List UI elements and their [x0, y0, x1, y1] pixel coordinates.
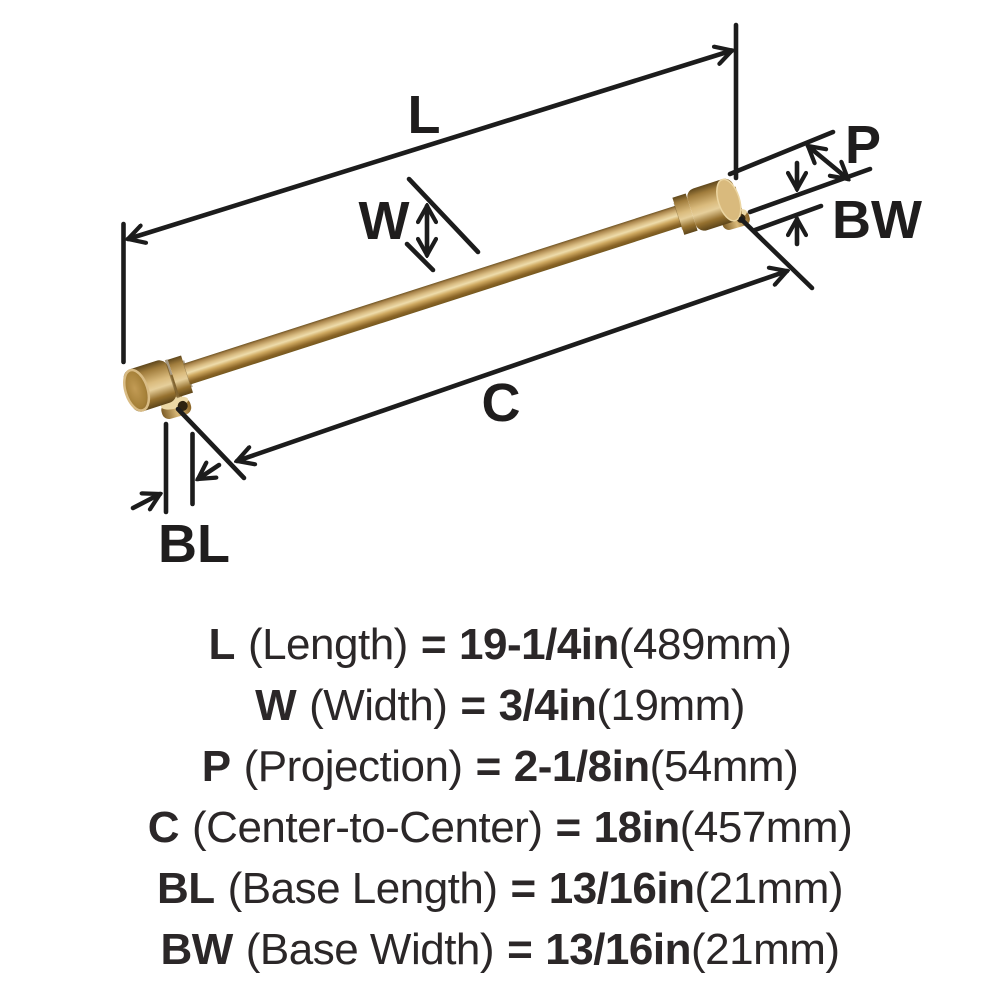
- dimension-drawing: L W P BW C BL: [121, 22, 922, 574]
- p-tick-upper: [727, 129, 836, 177]
- spec-name: (Base Length): [227, 864, 498, 913]
- spec-symbol: BW: [160, 925, 233, 974]
- spec-value-in: 13/16in: [548, 864, 695, 913]
- spec-symbol: BL: [156, 864, 215, 913]
- spec-value-mm: (21mm): [694, 864, 844, 913]
- label-projection: P: [845, 115, 881, 175]
- w-tick-upper: [406, 176, 481, 255]
- spec-line-width: W(Width)=3/4in(19mm): [0, 675, 1000, 736]
- spec-value-mm: (457mm): [679, 803, 853, 852]
- spec-name: (Width): [309, 681, 448, 730]
- c-tick-left: [175, 406, 247, 481]
- spec-line-length: L(Length)=19-1/4in(489mm): [0, 614, 1000, 675]
- spec-value-mm: (54mm): [649, 742, 799, 791]
- c-tick-right: [738, 216, 815, 291]
- label-base-length: BL: [158, 514, 230, 574]
- spec-line-center-to-center: C(Center-to-Center)=18in(457mm): [0, 797, 1000, 858]
- spec-name: (Center-to-Center): [192, 803, 543, 852]
- label-width: W: [359, 191, 410, 251]
- cap-left-seam: [164, 359, 180, 399]
- dimension-lines: [121, 22, 873, 515]
- spec-value-in: 19-1/4in: [459, 620, 619, 669]
- bl-arrow-left: [130, 494, 160, 508]
- spec-line-projection: P(Projection)=2-1/8in(54mm): [0, 736, 1000, 797]
- l-dimension-arrow: [128, 51, 732, 240]
- bl-arrow-right: [198, 465, 222, 479]
- spec-equals: =: [510, 864, 537, 913]
- spec-line-base-width: BW(Base Width)=13/16in(21mm): [0, 919, 1000, 980]
- spec-value-mm: (19mm): [596, 681, 745, 730]
- label-length: L: [408, 85, 441, 145]
- spec-value-in: 18in: [593, 803, 681, 852]
- ferrule-left: [167, 355, 193, 397]
- c-dimension-arrow: [237, 271, 787, 461]
- spec-line-base-length: BL(Base Length)=13/16in(21mm): [0, 858, 1000, 919]
- label-base-width: BW: [832, 190, 922, 250]
- spec-value-in: 13/16in: [545, 925, 691, 974]
- spec-value-mm: (489mm): [618, 620, 792, 669]
- spec-value-in: 2-1/8in: [513, 742, 650, 791]
- p-dimension-arrow: [808, 146, 848, 179]
- handle-bar: [183, 205, 684, 385]
- dimension-spec-list: L(Length)=19-1/4in(489mm) W(Width)=3/4in…: [0, 614, 1000, 980]
- spec-equals: =: [460, 681, 486, 730]
- spec-symbol: C: [147, 803, 180, 852]
- bw-line-lower: [752, 203, 824, 233]
- spec-name: (Projection): [243, 742, 463, 791]
- spec-name: (Length): [247, 620, 408, 669]
- spec-symbol: L: [208, 620, 236, 669]
- spec-equals: =: [475, 742, 502, 791]
- spec-symbol: P: [201, 742, 231, 791]
- spec-value-in: 3/4in: [498, 681, 597, 730]
- spec-symbol: W: [255, 681, 297, 730]
- label-center-to-center: C: [482, 373, 521, 433]
- spec-value-mm: (21mm): [690, 925, 840, 974]
- end-cap-left-face: [123, 368, 151, 412]
- spec-equals: =: [507, 925, 533, 974]
- spec-name: (Base Width): [245, 925, 495, 974]
- spec-equals: =: [555, 803, 581, 852]
- spec-equals: =: [420, 620, 447, 669]
